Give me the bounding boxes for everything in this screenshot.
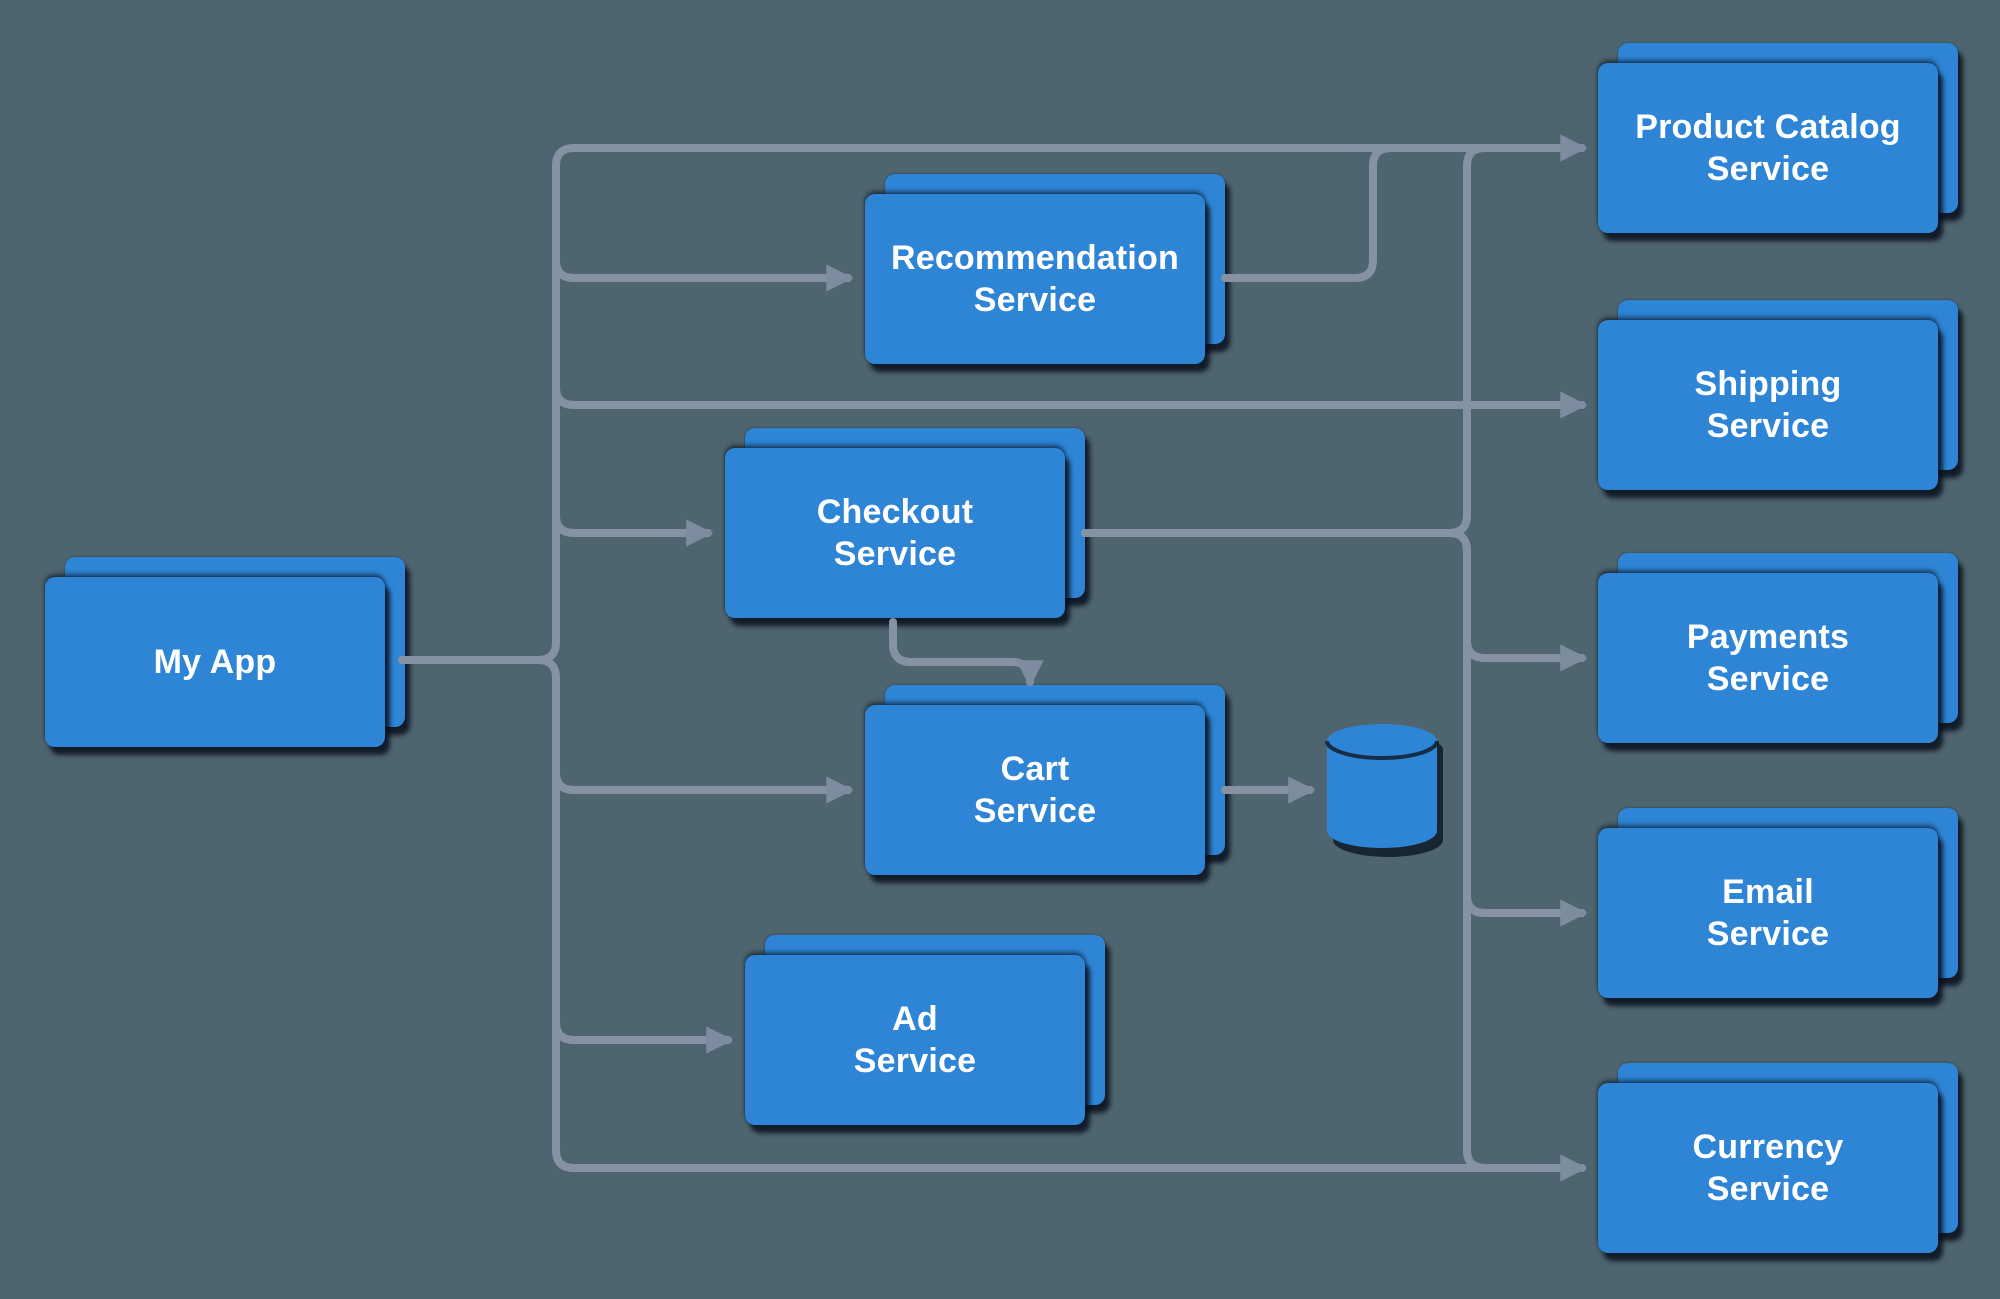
node-recommendation-service: Recommendation Service — [865, 174, 1225, 364]
node-label: Recommendation Service — [865, 194, 1205, 364]
node-label-line1: Checkout — [816, 493, 974, 531]
node-label-line1: Product Catalog — [1635, 108, 1901, 146]
node-label-line2: Service — [1706, 1170, 1830, 1208]
node-card-front — [45, 577, 385, 747]
node-cart-service: Cart Service — [865, 685, 1225, 875]
node-label: My App — [45, 577, 385, 747]
node-label: Shipping Service — [1598, 320, 1938, 490]
node-label-line1: Shipping — [1694, 365, 1842, 403]
node-card-front — [1598, 320, 1938, 490]
node-label: Cart Service — [865, 705, 1205, 875]
node-label-line1: Currency — [1692, 1128, 1844, 1166]
database-cylinder-icon — [1325, 724, 1443, 857]
node-label-line2: Service — [1706, 660, 1830, 698]
node-email-service: Email Service — [1598, 808, 1958, 998]
node-label-line2: Service — [1706, 150, 1830, 188]
node-label-line1: Payments — [1686, 618, 1850, 656]
edge-to-email — [1463, 891, 1588, 927]
node-shipping-service: Shipping Service — [1598, 300, 1958, 490]
node-card-front — [1598, 573, 1938, 743]
node-label: Payments Service — [1598, 573, 1938, 743]
node-card-front — [1598, 63, 1938, 233]
node-label-line2: Service — [1706, 407, 1830, 445]
edge-to-ad — [552, 1018, 734, 1054]
node-checkout-service: Checkout Service — [725, 428, 1085, 618]
node-label-line1: Cart — [1000, 750, 1070, 788]
edge-to-recommendation — [552, 256, 854, 292]
node-label: Product Catalog Service — [1598, 63, 1938, 233]
node-label-line2: Service — [1706, 915, 1830, 953]
node-label-line1: Email — [1722, 873, 1814, 911]
node-label-line1: My App — [153, 643, 277, 681]
node-card-front — [1598, 828, 1938, 998]
node-label: Checkout Service — [725, 448, 1065, 618]
edge-to-checkout — [552, 511, 714, 547]
right-trunk-down — [1463, 547, 1489, 1172]
node-label-line2: Service — [973, 281, 1097, 319]
node-label-line2: Service — [833, 535, 957, 573]
edge-myapp-split-up — [534, 638, 560, 664]
edge-to-shipping — [552, 383, 1588, 419]
node-my-app: My App — [45, 557, 405, 747]
node-label-line2: Service — [853, 1042, 977, 1080]
node-label: Email Service — [1598, 828, 1938, 998]
edge-checkout-split-up — [1445, 511, 1471, 537]
edge-checkout-to-cart — [889, 618, 1044, 688]
node-payments-service: Payments Service — [1598, 553, 1958, 743]
edge-to-payments — [1463, 636, 1588, 672]
edge-recommendation-to-catalog — [1221, 144, 1395, 282]
node-product-catalog-service: Product Catalog Service — [1598, 43, 1958, 233]
node-currency-service: Currency Service — [1598, 1063, 1958, 1253]
edge-checkout-split-down — [1445, 529, 1471, 555]
right-trunk-up — [1463, 144, 1489, 519]
node-label-line1: Ad — [892, 1000, 938, 1038]
node-ad-service: Ad Service — [745, 935, 1105, 1125]
node-label: Currency Service — [1598, 1083, 1938, 1253]
node-label: Ad Service — [745, 955, 1085, 1125]
edge-to-cart — [552, 768, 854, 804]
node-card-front — [1598, 1083, 1938, 1253]
node-label-line1: Recommendation — [890, 239, 1180, 277]
node-label-line2: Service — [973, 792, 1097, 830]
edge-myapp-split-down — [534, 656, 560, 682]
